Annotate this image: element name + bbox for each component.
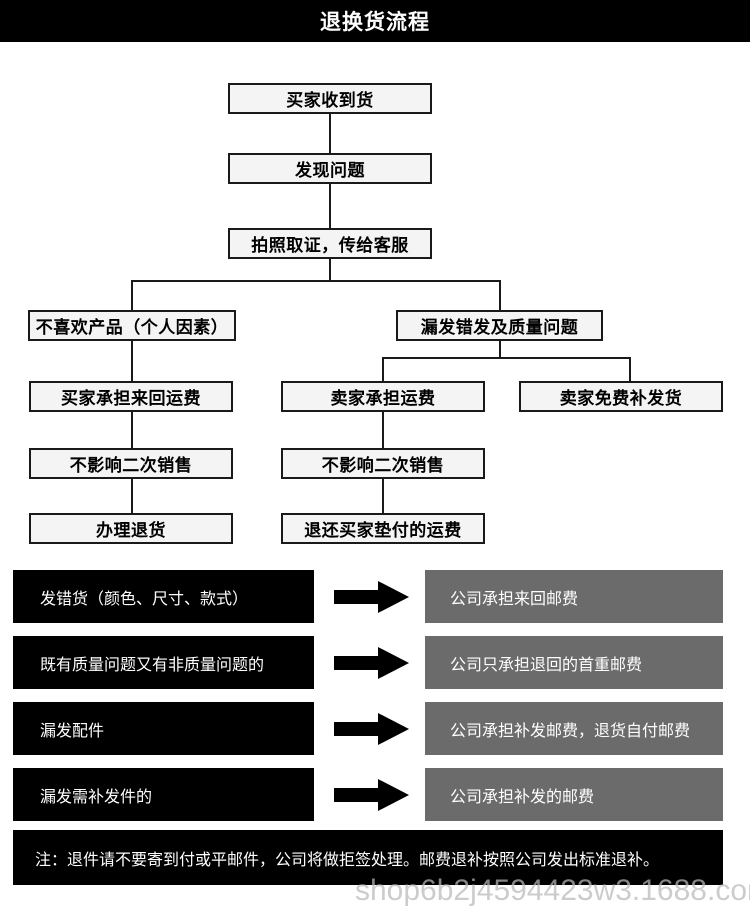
flow-node-found-problem[interactable]: 发现问题 — [228, 153, 432, 184]
right-arrow-icon — [334, 580, 409, 614]
page-title: 退换货流程 — [320, 11, 430, 34]
policy-case-label: 既有质量问题又有非质量问题的 — [40, 656, 265, 674]
flow-node-label: 卖家承担运费 — [330, 389, 436, 408]
flow-node-dislike-product[interactable]: 不喜欢产品（个人因素） — [28, 310, 236, 341]
flow-node-label: 退还买家垫付的运费 — [304, 521, 462, 540]
connector-line — [329, 258, 331, 281]
flow-node-label: 办理退货 — [96, 521, 166, 540]
policy-row-result: 公司承担补发邮费，退货自付邮费 — [425, 702, 723, 755]
policy-result-label: 公司只承担退回的首重邮费 — [450, 656, 643, 674]
right-arrow-icon — [334, 778, 409, 812]
flow-node-label: 买家收到货 — [286, 91, 374, 110]
policy-result-label: 公司承担补发的邮费 — [450, 788, 595, 806]
policy-row-case: 发错货（颜色、尺寸、款式） — [13, 570, 314, 623]
connector-line — [382, 357, 384, 381]
connector-line — [329, 183, 331, 228]
connector-line — [131, 411, 133, 448]
policy-row-result: 公司承担补发的邮费 — [425, 768, 723, 821]
flow-node-no-impact-resale-left[interactable]: 不影响二次销售 — [29, 448, 233, 479]
flow-node-refund-buyer-shipping[interactable]: 退还买家垫付的运费 — [281, 513, 485, 544]
flow-node-buyer-pays-roundtrip[interactable]: 买家承担来回运费 — [29, 381, 233, 412]
policy-result-label: 公司承担来回邮费 — [450, 590, 579, 608]
flow-node-label: 买家承担来回运费 — [61, 389, 201, 408]
footer-note-text: 注：退件请不要寄到付或平邮件，公司将做拒签处理。邮费退补按照公司发出标准退补。 — [35, 851, 660, 869]
connector-line — [329, 113, 331, 153]
footer-note-bar: 注：退件请不要寄到付或平邮件，公司将做拒签处理。邮费退补按照公司发出标准退补。 — [13, 830, 723, 885]
flow-node-label: 漏发错发及质量问题 — [420, 318, 579, 337]
connector-line — [131, 280, 133, 310]
flow-node-seller-pays-shipping[interactable]: 卖家承担运费 — [281, 381, 485, 412]
policy-row-case: 既有质量问题又有非质量问题的 — [13, 636, 314, 689]
policy-row-result: 公司承担来回邮费 — [425, 570, 723, 623]
page-title-bar: 退换货流程 — [0, 0, 750, 42]
flow-node-no-impact-resale-mid[interactable]: 不影响二次销售 — [281, 448, 485, 479]
policy-case-label: 漏发需补发件的 — [40, 788, 153, 806]
policy-row-result: 公司只承担退回的首重邮费 — [425, 636, 723, 689]
connector-line — [382, 478, 384, 513]
flow-node-label: 不影响二次销售 — [69, 456, 193, 475]
flow-node-buyer-received[interactable]: 买家收到货 — [228, 83, 432, 114]
connector-line — [382, 411, 384, 448]
flow-node-label: 发现问题 — [295, 161, 365, 180]
connector-line — [131, 478, 133, 513]
flow-node-missing-wrong-quality[interactable]: 漏发错发及质量问题 — [396, 310, 603, 341]
flow-node-label: 拍照取证，传给客服 — [251, 236, 409, 255]
connector-line — [499, 341, 501, 359]
policy-row-case: 漏发需补发件的 — [13, 768, 314, 821]
connector-line — [131, 341, 133, 381]
policy-row-case: 漏发配件 — [13, 702, 314, 755]
connector-line — [131, 280, 500, 282]
policy-case-label: 漏发配件 — [40, 722, 105, 740]
right-arrow-icon — [334, 712, 409, 746]
connector-line — [382, 357, 631, 359]
flow-node-label: 不影响二次销售 — [321, 456, 445, 475]
flow-node-label: 不喜欢产品（个人因素） — [35, 318, 229, 337]
flow-node-process-return[interactable]: 办理退货 — [29, 513, 233, 544]
policy-result-label: 公司承担补发邮费，退货自付邮费 — [450, 722, 691, 740]
connector-line — [499, 280, 501, 310]
right-arrow-icon — [334, 646, 409, 680]
flow-node-photo-evidence[interactable]: 拍照取证，传给客服 — [228, 228, 432, 259]
flow-node-label: 卖家免费补发货 — [559, 389, 683, 408]
flow-node-seller-free-reship[interactable]: 卖家免费补发货 — [519, 381, 723, 412]
policy-case-label: 发错货（颜色、尺寸、款式） — [40, 590, 249, 608]
connector-line — [629, 357, 631, 381]
